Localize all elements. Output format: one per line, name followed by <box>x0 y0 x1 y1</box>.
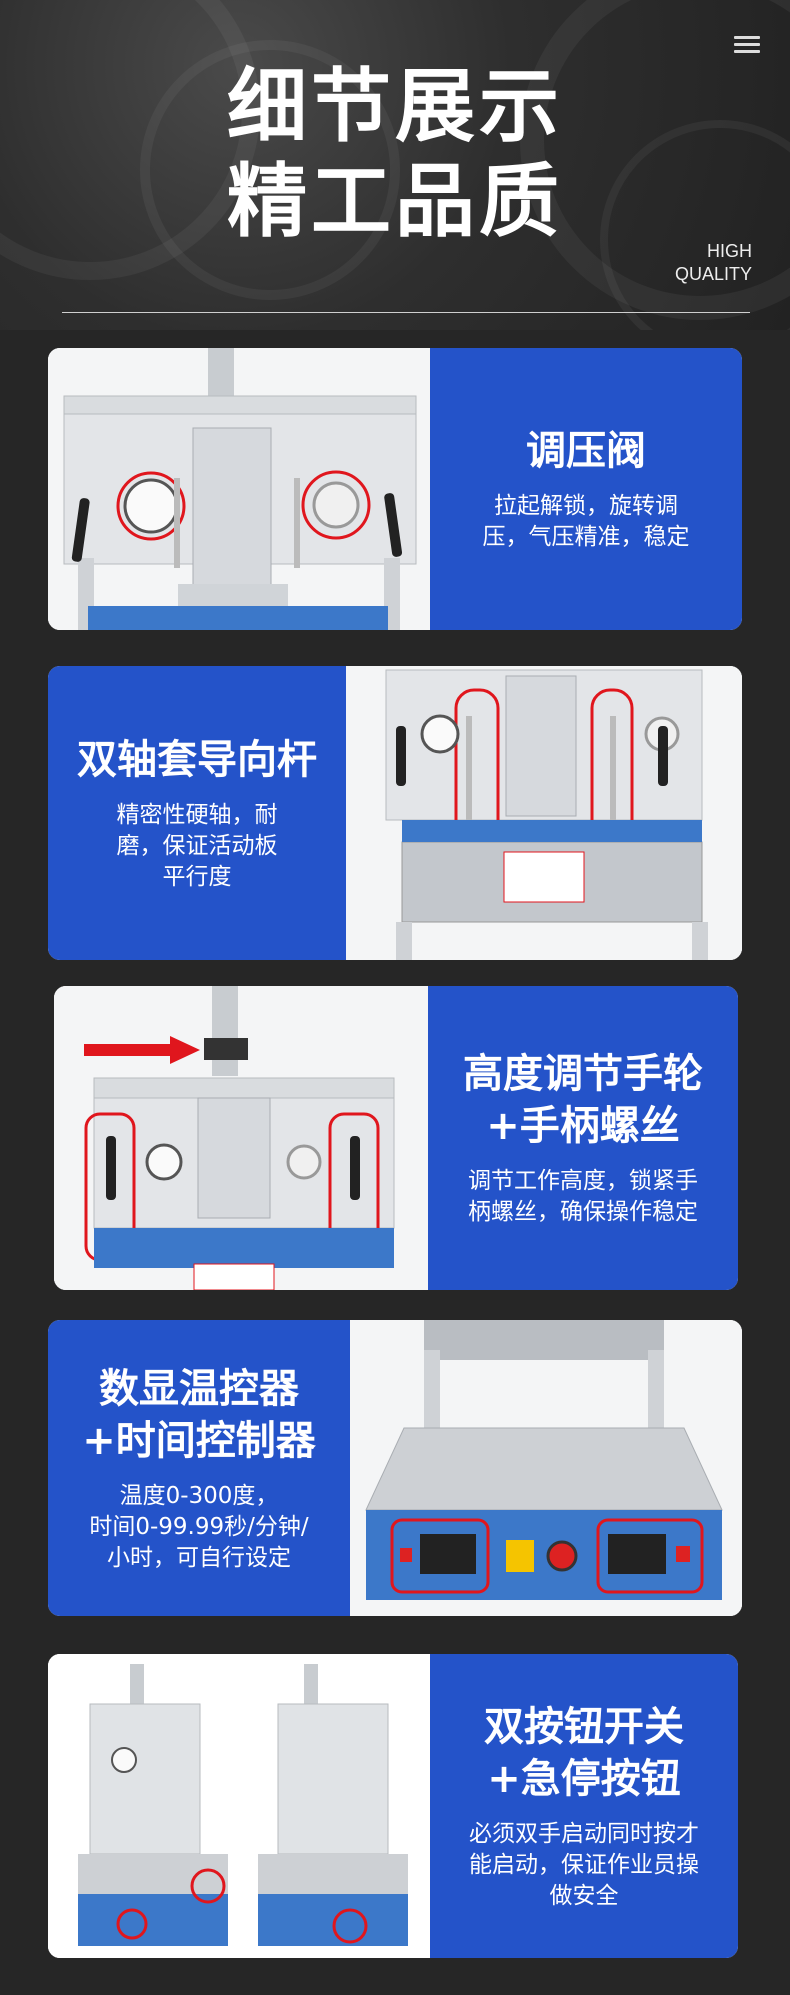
product-photo <box>48 348 430 630</box>
feature-description-line: 小时，可自行设定 <box>107 1544 291 1571</box>
hero-divider <box>62 312 750 313</box>
pressure-valve-photo <box>48 348 430 630</box>
feature-description-line: 磨，保证活动板 <box>116 832 278 859</box>
feature-text-panel: 双轴套导向杆 精密性硬轴，耐 磨，保证活动板 平行度 <box>48 666 346 960</box>
feature-card-temperature-controller: 数显温控器 +时间控制器 温度0-300度， 时间0-99.99秒/分钟/ 小时… <box>48 1320 742 1616</box>
feature-title-line: +急停按钮 <box>487 1755 681 1802</box>
height-adjust-photo <box>54 986 428 1290</box>
feature-card-dual-buttons: 双按钮开关 +急停按钮 必须双手启动同时按才 能启动，保证作业员操 做安全 <box>48 1654 738 1958</box>
hero-title-line2: 精工品质 <box>227 155 563 248</box>
guide-rod-photo <box>346 666 742 960</box>
feature-description-line: 必须双手启动同时按才 <box>469 1820 699 1847</box>
feature-description-line: 时间0-99.99秒/分钟/ <box>89 1513 309 1540</box>
feature-title: 调压阀 <box>526 425 646 477</box>
feature-description: 拉起解锁，旋转调 压，气压精准，稳定 <box>483 491 690 553</box>
temperature-controller-photo <box>350 1320 742 1616</box>
feature-title-line: 数显温控器 <box>98 1365 299 1412</box>
product-photo <box>54 986 428 1290</box>
feature-card-pressure-valve: 调压阀 拉起解锁，旋转调 压，气压精准，稳定 <box>48 348 742 630</box>
feature-description-line: 柄螺丝，确保操作稳定 <box>468 1199 698 1225</box>
feature-description: 精密性硬轴，耐 磨，保证活动板 平行度 <box>117 800 278 893</box>
feature-text-panel: 调压阀 拉起解锁，旋转调 压，气压精准，稳定 <box>430 348 742 630</box>
feature-description-line: 温度0-300度， <box>119 1482 279 1509</box>
feature-text-panel: 数显温控器 +时间控制器 温度0-300度， 时间0-99.99秒/分钟/ 小时… <box>48 1320 350 1616</box>
menu-icon[interactable] <box>734 36 760 54</box>
feature-description: 温度0-300度， 时间0-99.99秒/分钟/ 小时，可自行设定 <box>89 1481 308 1574</box>
feature-title: 双按钮开关 +急停按钮 <box>484 1701 684 1805</box>
feature-card-guide-rod: 双轴套导向杆 精密性硬轴，耐 磨，保证活动板 平行度 <box>48 666 742 960</box>
feature-description-line: 做安全 <box>549 1882 619 1909</box>
feature-description-line: 精密性硬轴，耐 <box>116 801 278 828</box>
feature-title-line: 双按钮开关 <box>484 1703 684 1750</box>
hero-subtitle-line2: QUALITY <box>674 264 752 284</box>
product-photo <box>350 1320 742 1616</box>
feature-text-panel: 双按钮开关 +急停按钮 必须双手启动同时按才 能启动，保证作业员操 做安全 <box>430 1654 738 1958</box>
feature-description-line: 拉起解锁，旋转调 <box>494 493 678 519</box>
feature-description-line: 能启动，保证作业员操 <box>469 1851 699 1878</box>
feature-title: 数显温控器 +时间控制器 <box>82 1363 316 1467</box>
feature-text-panel: 高度调节手轮 +手柄螺丝 调节工作高度，锁紧手 柄螺丝，确保操作稳定 <box>428 986 738 1290</box>
hero-banner: 细节展示 精工品质 HIGH QUALITY <box>0 0 790 330</box>
feature-description: 必须双手启动同时按才 能启动，保证作业员操 做安全 <box>469 1819 699 1912</box>
feature-description: 调节工作高度，锁紧手 柄螺丝，确保操作稳定 <box>468 1166 698 1228</box>
hero-subtitle-line1: HIGH <box>707 241 752 261</box>
feature-title-line: +时间控制器 <box>82 1417 316 1464</box>
product-photo <box>346 666 742 960</box>
feature-title: 高度调节手轮 +手柄螺丝 <box>463 1048 703 1152</box>
hero-title-line1: 细节展示 <box>227 60 563 153</box>
dual-buttons-photo <box>48 1654 430 1958</box>
feature-title-line: 双轴套导向杆 <box>77 736 317 783</box>
hero-subtitle: HIGH QUALITY <box>675 240 752 286</box>
feature-title-line: 高度调节手轮 <box>463 1051 703 1097</box>
product-photo <box>48 1654 430 1958</box>
feature-title: 双轴套导向杆 <box>77 734 317 786</box>
feature-description-line: 平行度 <box>162 863 232 890</box>
feature-title-line: +手柄螺丝 <box>486 1103 680 1149</box>
feature-description-line: 压，气压精准，稳定 <box>482 524 690 550</box>
feature-description-line: 调节工作高度，锁紧手 <box>468 1168 698 1194</box>
feature-title-line: 调压阀 <box>526 428 646 474</box>
feature-card-height-adjust: 高度调节手轮 +手柄螺丝 调节工作高度，锁紧手 柄螺丝，确保操作稳定 <box>54 986 738 1290</box>
